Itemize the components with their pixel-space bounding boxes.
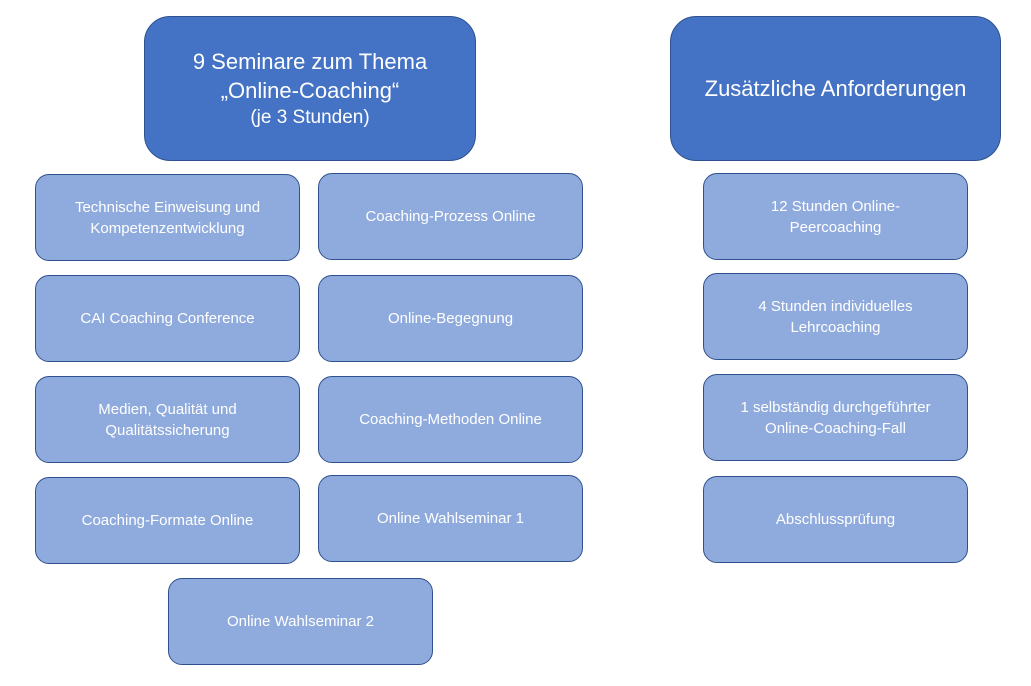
seminar-item: Technische Einweisung und Kompetenzentwi… (35, 174, 300, 261)
seminar-item: Coaching-Prozess Online (318, 173, 583, 260)
seminar-item: Online Wahlseminar 2 (168, 578, 433, 665)
seminars-header-line1: 9 Seminare zum Thema (192, 48, 428, 74)
seminar-item: Coaching-Methoden Online (318, 376, 583, 463)
requirement-item-label: Abschlussprüfung (775, 511, 896, 528)
requirement-item: 4 Stunden individuelles Lehrcoaching (703, 273, 968, 360)
requirement-item: 12 Stunden Online-Peercoaching (703, 173, 968, 260)
seminar-item-label: Medien, Qualität und Qualitätssicherung (98, 400, 237, 439)
requirement-item: 1 selbständig durchgeführter Online-Coac… (703, 374, 968, 461)
seminars-header: 9 Seminare zum Thema „Online-Coaching“ (… (144, 16, 476, 161)
seminar-item-label: Online Wahlseminar 2 (226, 613, 374, 630)
requirements-header: Zusätzliche Anforderungen (670, 16, 1001, 161)
seminar-item-label: CAI Coaching Conference (80, 310, 255, 327)
seminar-item-label: Online-Begegnung (387, 310, 514, 327)
seminar-item: Online-Begegnung (318, 275, 583, 362)
seminars-header-line2: „Online-Coaching“ (220, 77, 400, 103)
seminar-item: Medien, Qualität und Qualitätssicherung (35, 376, 300, 463)
requirements-header-title: Zusätzliche Anforderungen (704, 75, 967, 101)
seminar-item-label: Coaching-Formate Online (81, 512, 254, 529)
seminar-item-label: Online Wahlseminar 1 (376, 510, 524, 527)
seminar-item: Online Wahlseminar 1 (318, 475, 583, 562)
requirement-item: Abschlussprüfung (703, 476, 968, 563)
seminar-item-label: Coaching-Methoden Online (359, 411, 542, 428)
seminar-item-label: Coaching-Prozess Online (365, 208, 536, 225)
requirement-item-label: 12 Stunden Online-Peercoaching (770, 197, 901, 236)
seminar-item: CAI Coaching Conference (35, 275, 300, 362)
seminar-item-label: Technische Einweisung und Kompetenzentwi… (74, 198, 261, 237)
requirement-item-label: 1 selbständig durchgeführter Online-Coac… (740, 398, 931, 437)
requirement-item-label: 4 Stunden individuelles Lehrcoaching (758, 297, 913, 336)
seminar-item: Coaching-Formate Online (35, 477, 300, 564)
seminars-header-line3: (je 3 Stunden) (250, 106, 370, 128)
